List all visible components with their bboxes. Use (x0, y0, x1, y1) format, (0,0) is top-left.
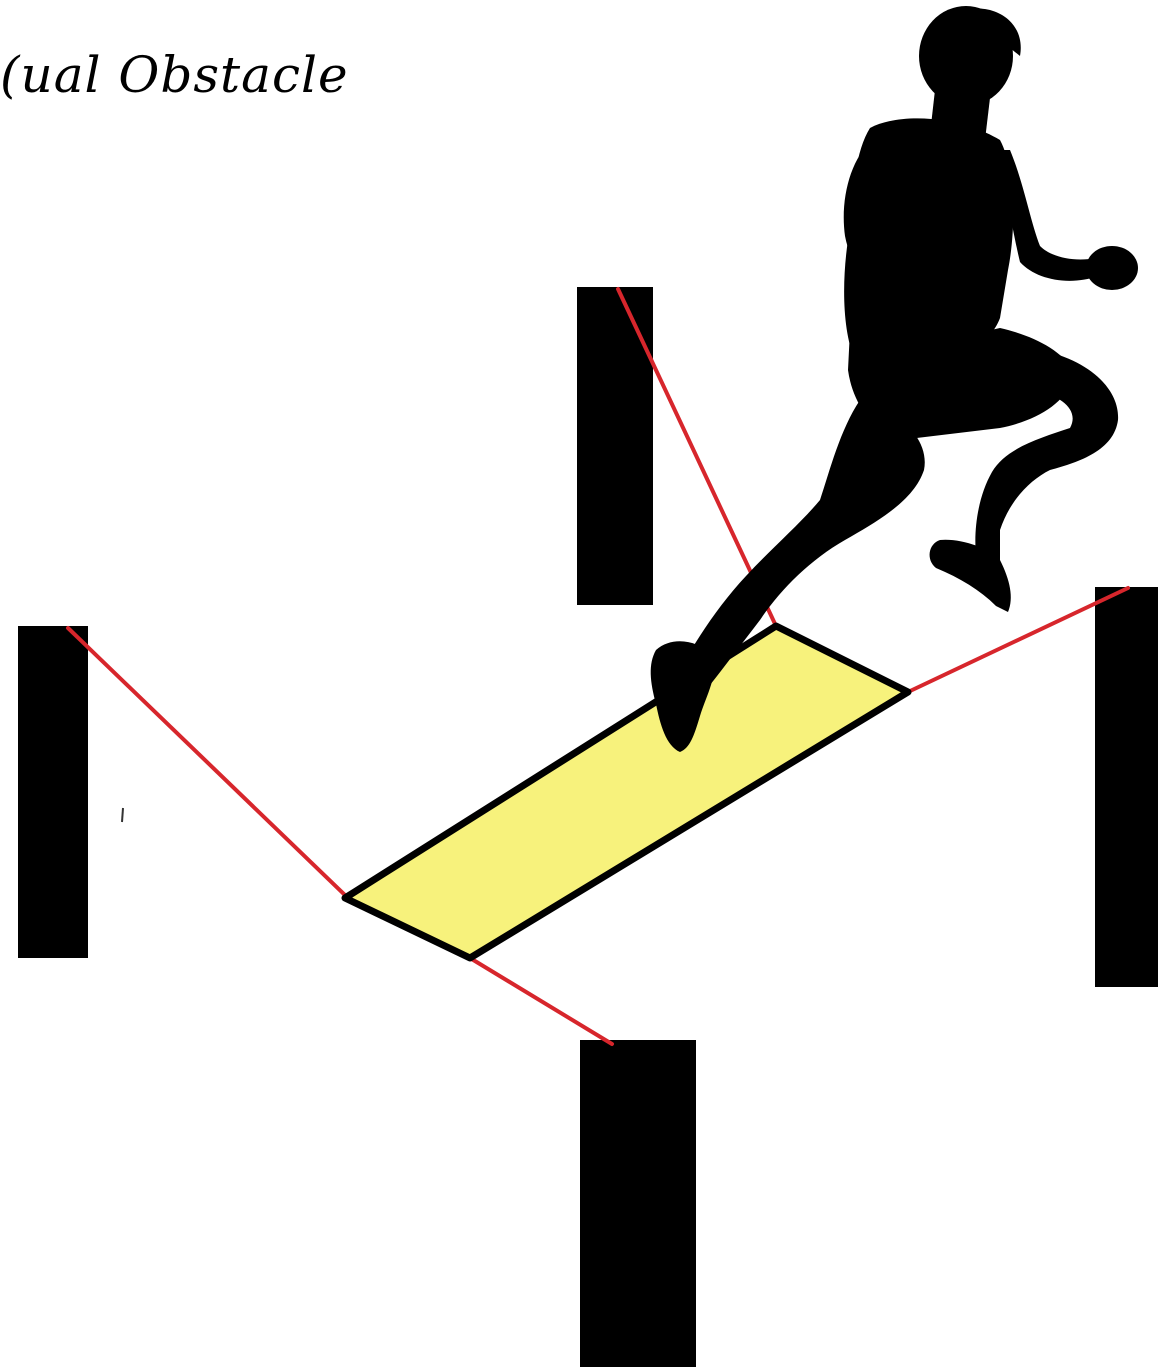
rope-front (470, 958, 612, 1044)
post-left (18, 626, 88, 958)
balance-plank (345, 626, 908, 958)
diagram-title: (ual Obstacle (0, 50, 349, 100)
runner-fist (1086, 246, 1138, 290)
runner-silhouette (651, 6, 1138, 752)
stray-mark (122, 808, 123, 822)
post-right (1095, 587, 1158, 987)
rope-left (68, 628, 348, 898)
post-front (580, 1040, 696, 1367)
